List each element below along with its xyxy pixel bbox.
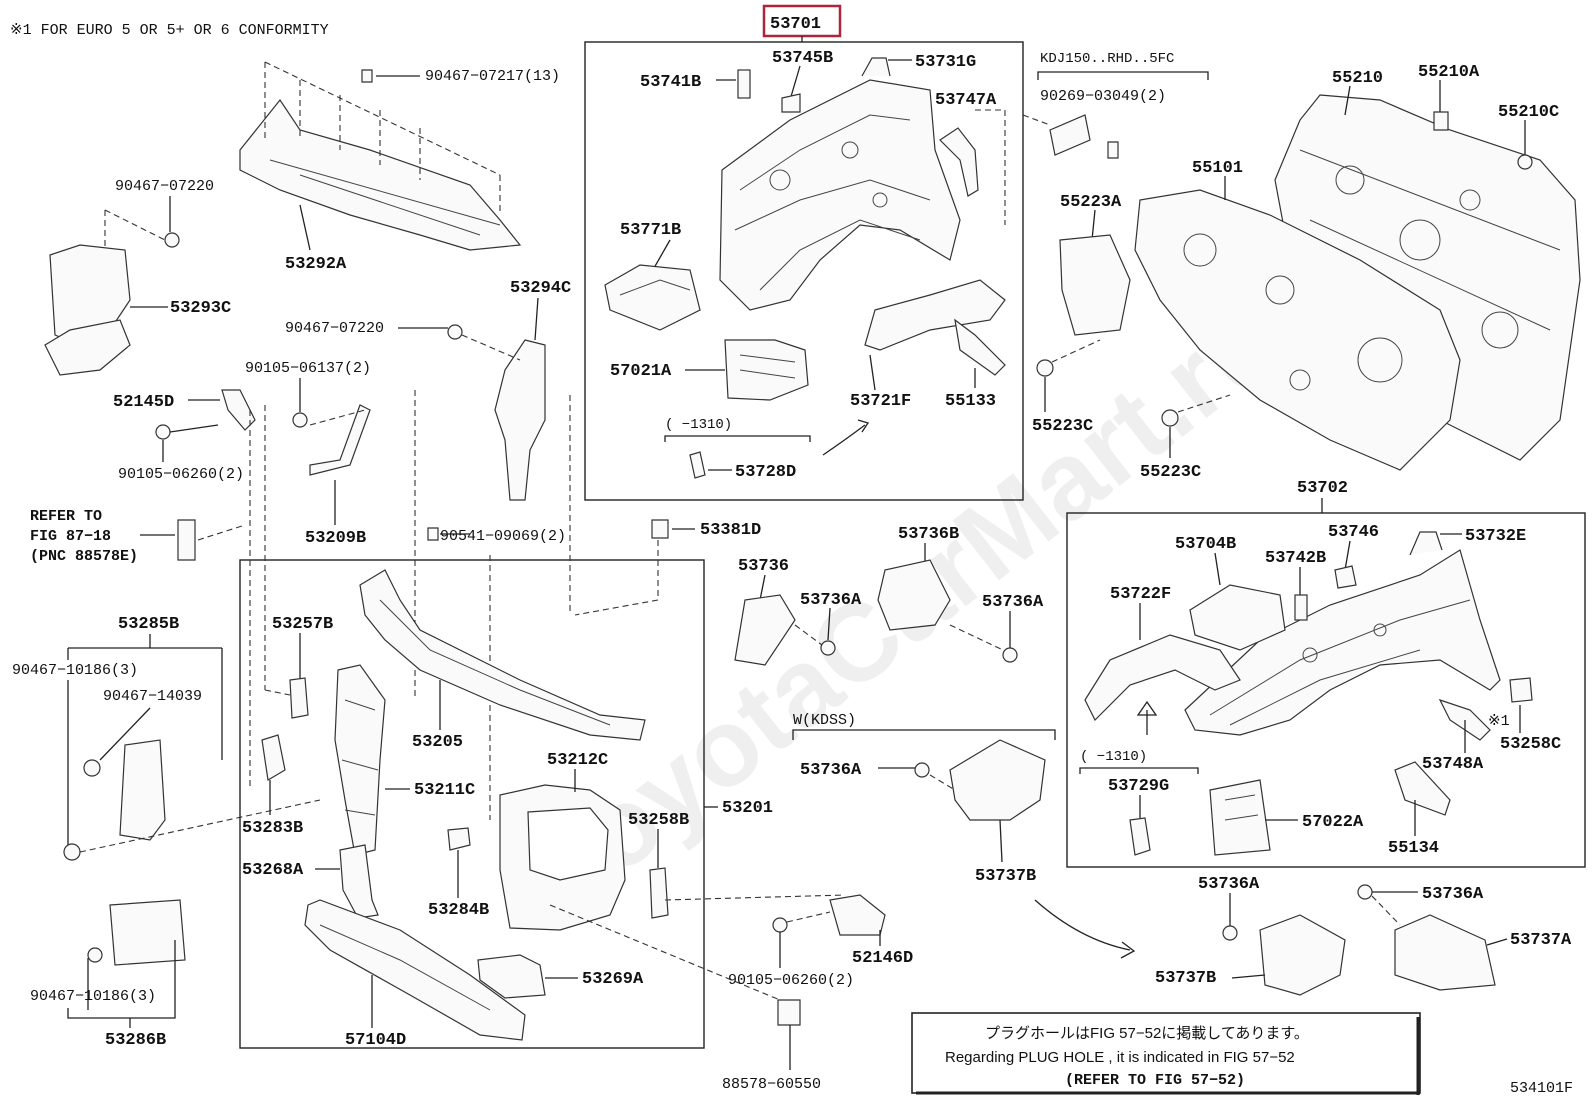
mark-1: ※1	[1488, 713, 1510, 730]
part-label-90467-07220-a[interactable]: 90467−07220	[115, 178, 214, 195]
part-label-55223C-2[interactable]: 55223C	[1140, 463, 1201, 482]
part-53212C-pillar	[499, 784, 626, 931]
conformity-note: ※1 FOR EURO 5 OR 5+ OR 6 CONFORMITY	[10, 22, 329, 39]
part-label-52146D[interactable]: 52146D	[852, 949, 913, 968]
part-53702-apron	[1184, 549, 1501, 736]
part-label-90467-10186-a[interactable]: 90467−10186(3)	[12, 662, 138, 679]
part-label-53381D[interactable]: 53381D	[700, 521, 761, 540]
notice-en: Regarding PLUG HOLE , it is indicated in…	[945, 1049, 1295, 1066]
part-label-90467-07217[interactable]: 90467−07217(13)	[425, 68, 560, 85]
group-box-53201	[239, 559, 705, 1049]
range-label-bottom: ( −1310)	[1080, 749, 1147, 765]
part-label-90467-07220-b[interactable]: 90467−07220	[285, 320, 384, 337]
kdj-variant-label: KDJ150..RHD..5FC	[1040, 51, 1174, 67]
part-label-53741B[interactable]: 53741B	[640, 73, 701, 92]
part-label-52145D[interactable]: 52145D	[113, 393, 174, 412]
part-label-53729G[interactable]: 53729G	[1108, 777, 1169, 796]
part-label-53209B[interactable]: 53209B	[305, 529, 366, 548]
part-57104D-crossmember	[304, 899, 526, 1041]
figure-code: 534101F	[1510, 1080, 1573, 1097]
part-label-55223A[interactable]: 55223A	[1060, 193, 1122, 212]
refer-line-2[interactable]: FIG 87−18	[30, 528, 111, 545]
part-label-90467-14039[interactable]: 90467−14039	[103, 688, 202, 705]
part-label-53284B[interactable]: 53284B	[428, 901, 489, 920]
part-53293C-bracket	[44, 244, 131, 376]
part-label-53736A-1[interactable]: 53736A	[800, 591, 862, 610]
part-53205-support	[359, 569, 646, 741]
part-label-53742B[interactable]: 53742B	[1265, 549, 1326, 568]
part-55101-dash-panel	[1134, 189, 1461, 471]
part-label-53736A-2[interactable]: 53736A	[982, 593, 1044, 612]
range-label-top: ( −1310)	[665, 417, 732, 433]
part-label-55210A[interactable]: 55210A	[1418, 63, 1480, 82]
part-label-57104D[interactable]: 57104D	[345, 1031, 406, 1050]
part-label-53286B[interactable]: 53286B	[105, 1031, 166, 1050]
part-label-55101[interactable]: 55101	[1192, 159, 1243, 178]
part-label-53736A-4[interactable]: 53736A	[1198, 875, 1260, 894]
part-label-53736[interactable]: 53736	[738, 557, 789, 576]
part-label-53205[interactable]: 53205	[412, 733, 463, 752]
part-53701-apron	[719, 79, 961, 311]
part-label-90105-06260-b[interactable]: 90105−06260(2)	[728, 972, 854, 989]
part-label-90541-09069[interactable]: 90541−09069(2)	[440, 528, 566, 545]
part-label-57022A[interactable]: 57022A	[1302, 813, 1364, 832]
part-label-53294C[interactable]: 53294C	[510, 279, 571, 298]
part-label-53771B[interactable]: 53771B	[620, 221, 681, 240]
part-label-53736B[interactable]: 53736B	[898, 525, 959, 544]
notice-ref[interactable]: (REFER TO FIG 57−52)	[1065, 1072, 1245, 1089]
part-label-55134[interactable]: 55134	[1388, 839, 1439, 858]
part-label-53737B-2[interactable]: 53737B	[1155, 969, 1216, 988]
part-label-53258B[interactable]: 53258B	[628, 811, 689, 830]
part-label-53721F[interactable]: 53721F	[850, 392, 911, 411]
part-label-53731G[interactable]: 53731G	[915, 53, 976, 72]
group-box-53702	[1066, 512, 1586, 868]
part-label-53292A[interactable]: 53292A	[285, 255, 347, 274]
part-label-53722F[interactable]: 53722F	[1110, 585, 1171, 604]
part-label-53732E[interactable]: 53732E	[1465, 527, 1526, 546]
part-label-53701[interactable]: 53701	[770, 15, 821, 34]
part-label-88578-60550[interactable]: 88578−60550	[722, 1076, 821, 1093]
part-label-53728D[interactable]: 53728D	[735, 463, 796, 482]
part-label-55210C[interactable]: 55210C	[1498, 103, 1559, 122]
notice-jp: プラグホールはFIG 57−52に掲載してあります。	[985, 1025, 1309, 1042]
part-label-90105-06137[interactable]: 90105−06137(2)	[245, 360, 371, 377]
part-label-53737B-1[interactable]: 53737B	[975, 867, 1036, 886]
part-55210-insulator	[1274, 94, 1581, 461]
part-label-53293C[interactable]: 53293C	[170, 299, 231, 318]
part-label-53747A[interactable]: 53747A	[935, 91, 997, 110]
part-label-53283B[interactable]: 53283B	[242, 819, 303, 838]
part-label-53268A[interactable]: 53268A	[242, 861, 304, 880]
kdss-variant-label: W(KDSS)	[793, 712, 856, 729]
part-label-53704B[interactable]: 53704B	[1175, 535, 1236, 554]
part-label-90467-10186-b[interactable]: 90467−10186(3)	[30, 988, 156, 1005]
part-label-53201[interactable]: 53201	[722, 799, 773, 818]
part-label-53211C[interactable]: 53211C	[414, 781, 475, 800]
part-label-53737A[interactable]: 53737A	[1510, 931, 1572, 950]
plug-hole-notice-box	[911, 1012, 1421, 1094]
part-label-90105-06260-a[interactable]: 90105−06260(2)	[118, 466, 244, 483]
part-label-53748A[interactable]: 53748A	[1422, 755, 1484, 774]
part-label-55133[interactable]: 55133	[945, 392, 996, 411]
part-label-55210[interactable]: 55210	[1332, 69, 1383, 88]
part-label-90269[interactable]: 90269−03049(2)	[1040, 88, 1166, 105]
part-label-53258C[interactable]: 53258C	[1500, 735, 1561, 754]
part-label-53736A-3[interactable]: 53736A	[800, 761, 862, 780]
part-label-53285B[interactable]: 53285B	[118, 615, 179, 634]
refer-line-1: REFER TO	[30, 508, 102, 525]
part-label-53702[interactable]: 53702	[1297, 479, 1348, 498]
group-box-53701	[584, 41, 1024, 501]
part-label-53736A-5[interactable]: 53736A	[1422, 885, 1484, 904]
part-53211C-side	[334, 664, 386, 856]
part-label-53745B[interactable]: 53745B	[772, 49, 833, 68]
part-label-55223C-1[interactable]: 55223C	[1032, 417, 1093, 436]
part-label-53212C[interactable]: 53212C	[547, 751, 608, 770]
refer-line-3: (PNC 88578E)	[30, 548, 138, 565]
part-label-53746[interactable]: 53746	[1328, 523, 1379, 542]
part-label-53269A[interactable]: 53269A	[582, 970, 644, 989]
part-label-53257B[interactable]: 53257B	[272, 615, 333, 634]
part-label-57021A[interactable]: 57021A	[610, 362, 672, 381]
